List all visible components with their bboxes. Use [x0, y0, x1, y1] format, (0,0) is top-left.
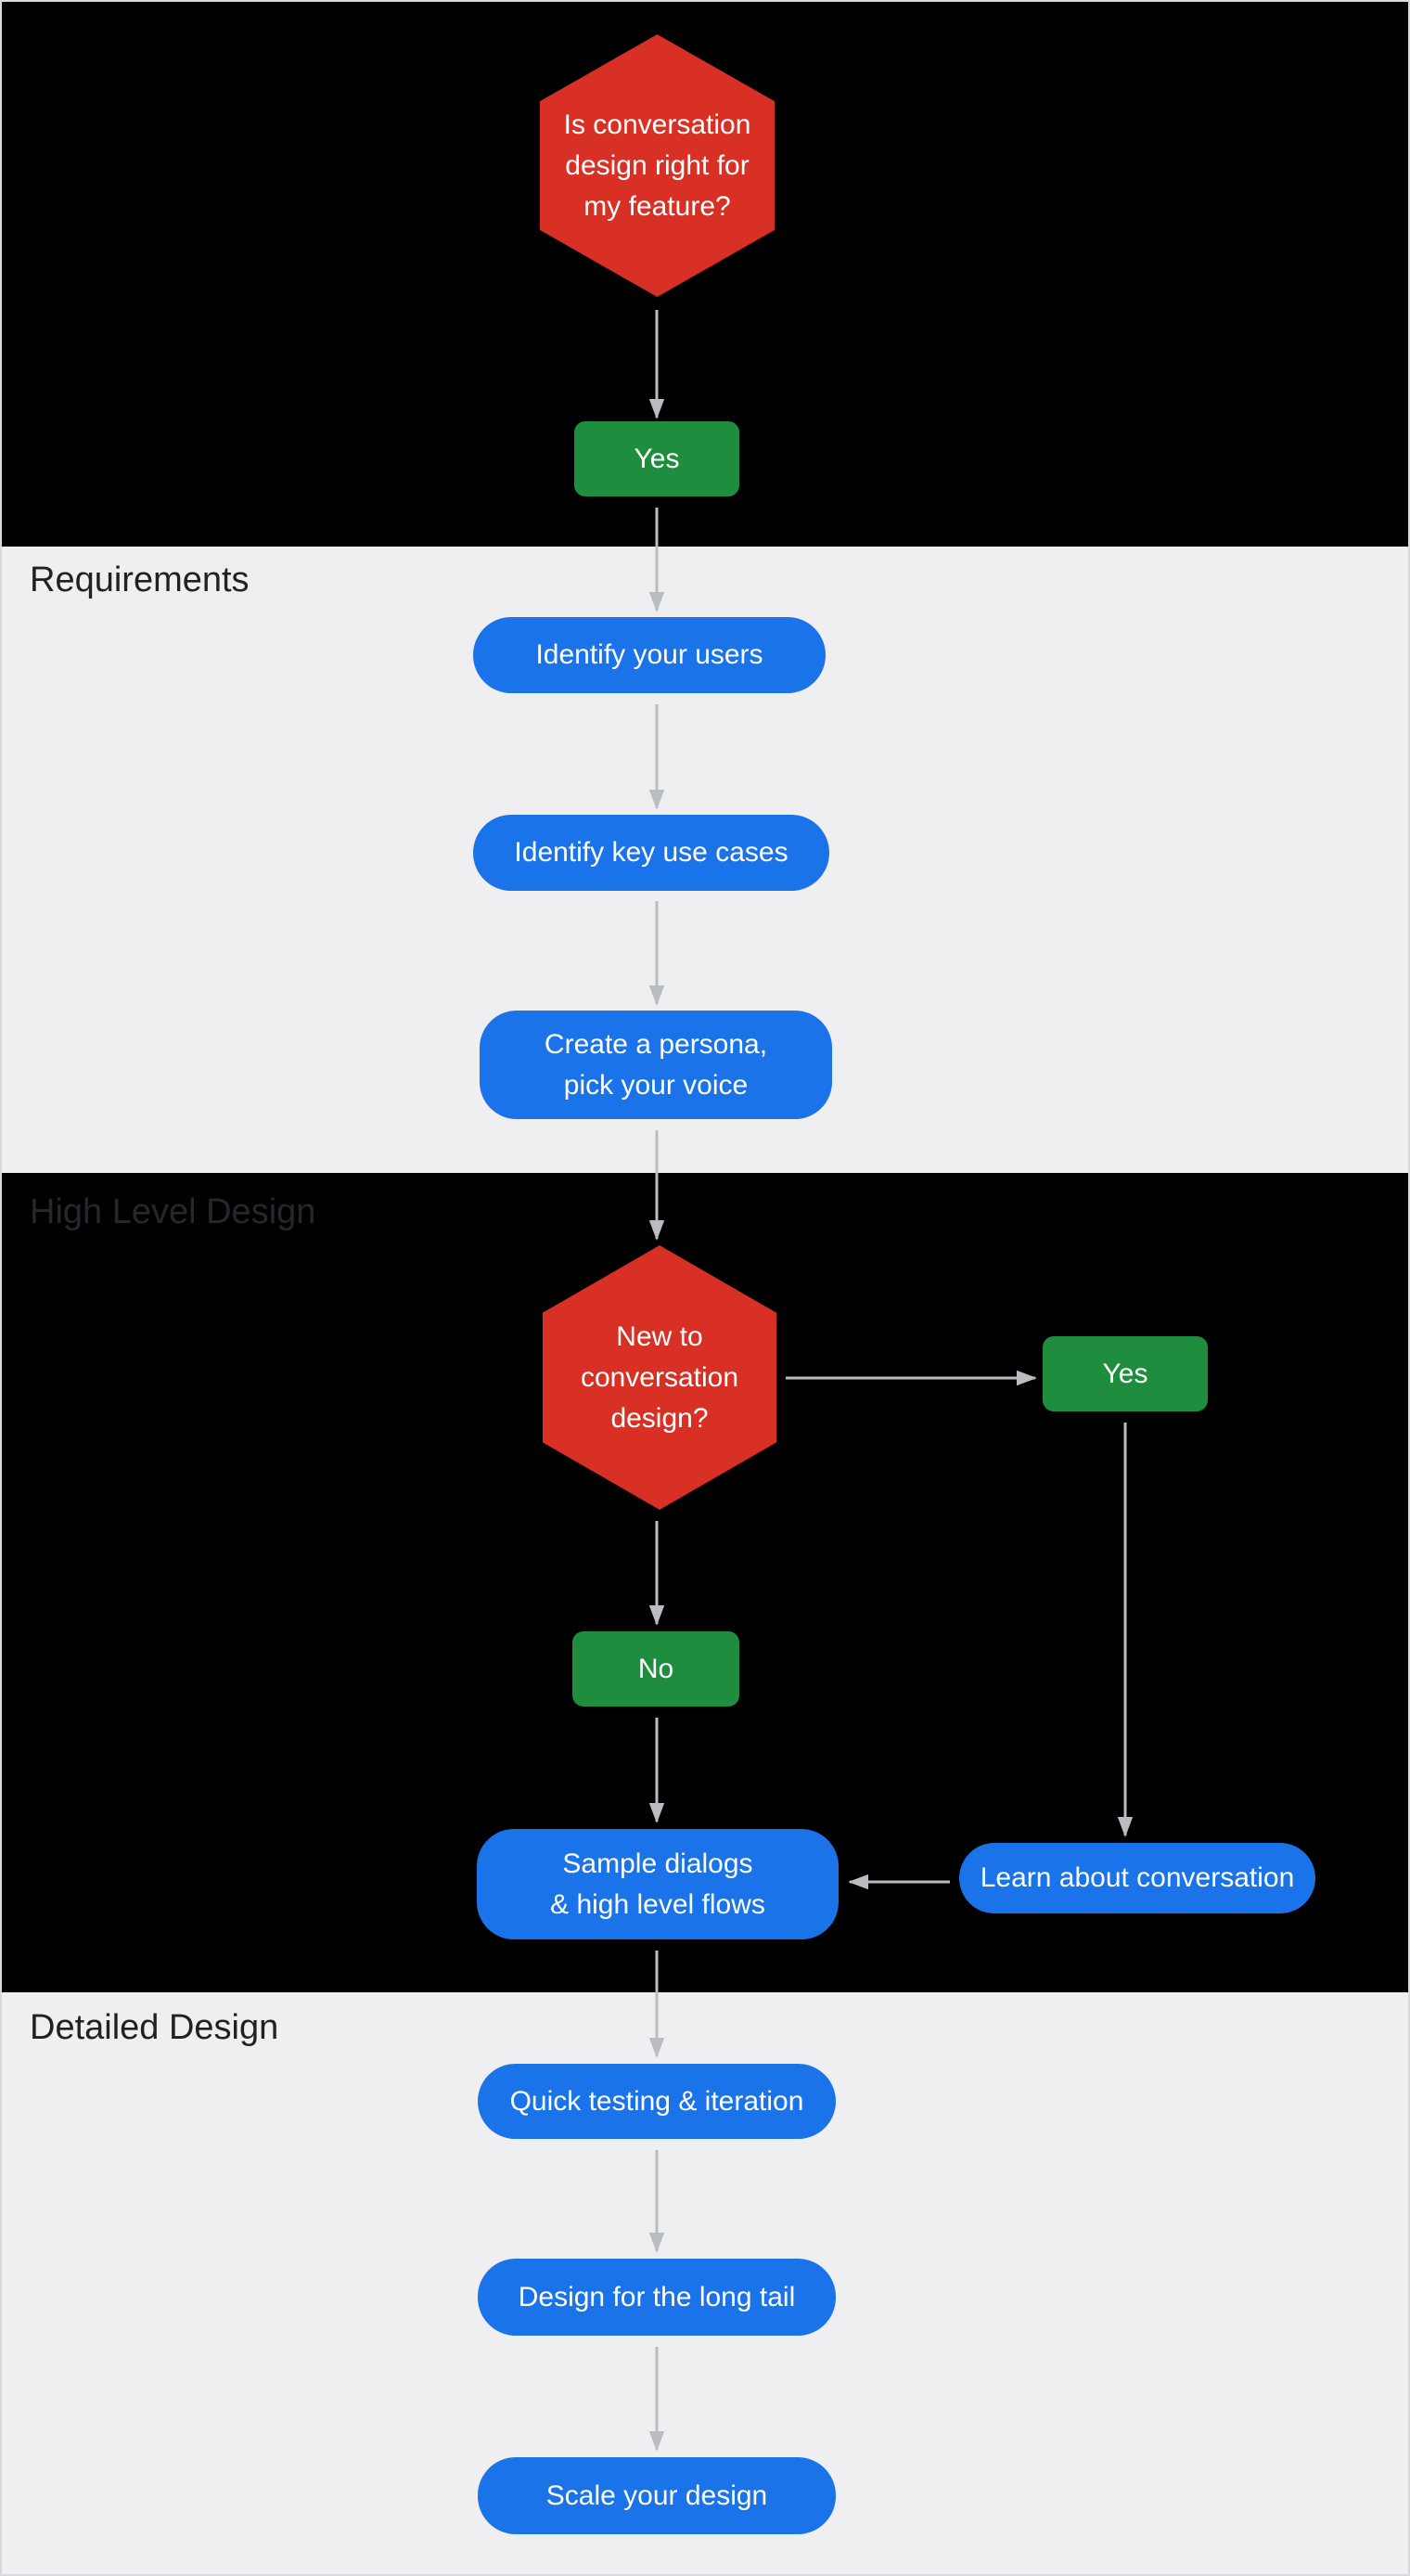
learn-about-conversation-step[interactable]: Learn about conversation	[959, 1843, 1315, 1913]
requirements-section-label: Requirements	[30, 560, 250, 599]
create-persona-pick-voice-step[interactable]: Create a persona, pick your voice	[480, 1011, 832, 1119]
new-to-design-no-button[interactable]: No	[572, 1631, 739, 1707]
new-to-design-yes-button[interactable]: Yes	[1043, 1336, 1208, 1411]
quick-testing-iteration-step[interactable]: Quick testing & iteration	[478, 2064, 836, 2139]
high-level-design-section-label: High Level Design	[30, 1192, 316, 1231]
detailed-design-section-label: Detailed Design	[30, 2008, 279, 2047]
sample-dialogs-high-level-flows-step[interactable]: Sample dialogs & high level flows	[477, 1829, 839, 1939]
fit-yes-button[interactable]: Yes	[574, 421, 739, 496]
design-for-long-tail-step[interactable]: Design for the long tail	[478, 2259, 836, 2336]
identify-your-users-step[interactable]: Identify your users	[473, 617, 826, 693]
scale-your-design-step[interactable]: Scale your design	[478, 2457, 836, 2534]
identify-key-use-cases-step[interactable]: Identify key use cases	[473, 815, 829, 891]
